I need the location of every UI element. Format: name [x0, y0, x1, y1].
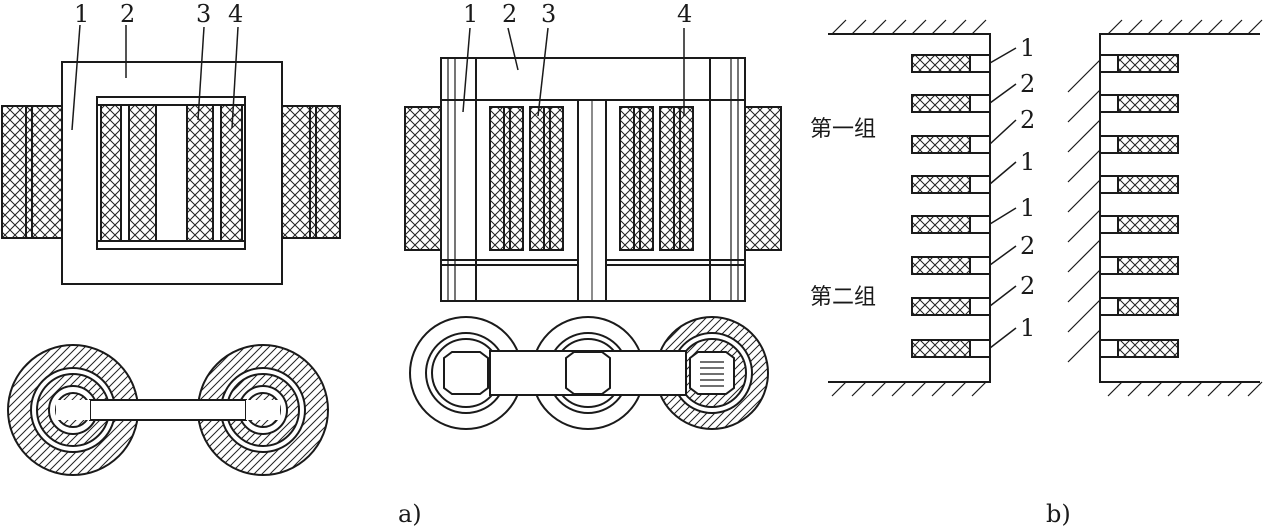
winding-number-7: 2 — [1020, 272, 1035, 300]
disc-right-gap-2 — [1099, 94, 1119, 113]
inner-coil-left — [100, 104, 157, 242]
left-front-view — [1, 24, 341, 285]
left-top-view — [7, 344, 329, 476]
outer-coil-right — [281, 105, 341, 239]
disc-left-gap-3 — [969, 135, 991, 154]
caption-a: a) — [398, 500, 422, 528]
label-middle-2: 2 — [502, 0, 517, 28]
label-left-4: 4 — [228, 0, 243, 28]
disc-right-gap-7 — [1099, 297, 1119, 316]
disc-right-gap-3 — [1099, 135, 1119, 154]
outer-coil-left — [1, 105, 63, 239]
middle-front-view — [404, 27, 782, 302]
group-label-second: 第二组 — [810, 285, 876, 310]
disc-right-gap-6 — [1099, 256, 1119, 275]
disc-left-gap-4 — [969, 175, 991, 194]
disc-right-gap-4 — [1099, 175, 1119, 194]
left-labels: 1 2 3 4 — [74, 0, 243, 28]
winding-number-2: 2 — [1020, 70, 1035, 98]
winding-leader-1 — [989, 47, 1017, 64]
middle-coil-left — [489, 106, 564, 251]
disc-left-gap-2 — [969, 94, 991, 113]
disc-right-gap-1 — [1099, 54, 1119, 73]
disc-windings — [911, 54, 1179, 358]
winding-number-5: 1 — [1020, 194, 1035, 222]
winding-number-8: 1 — [1020, 314, 1035, 342]
winding-number-6: 2 — [1020, 232, 1035, 260]
label-middle-1: 1 — [463, 0, 478, 28]
winding-leader-2 — [989, 83, 1017, 104]
label-left-1: 1 — [74, 0, 89, 28]
winding-arrangement-b — [828, 19, 1263, 397]
disc-right-gap-8 — [1099, 339, 1119, 358]
label-middle-3: 3 — [541, 0, 556, 28]
winding-number-1: 1 — [1020, 34, 1035, 62]
winding-leader-5 — [989, 207, 1017, 225]
inner-coil-right — [186, 104, 243, 242]
label-middle-4: 4 — [677, 0, 692, 28]
group-label-first: 第一组 — [810, 117, 876, 142]
winding-leaders — [989, 47, 1017, 349]
winding-leader-4 — [989, 161, 1017, 185]
disc-left-gap-8 — [969, 339, 991, 358]
middle-top-view — [409, 316, 769, 430]
disc-left-gap-1 — [969, 54, 991, 73]
winding-number-labels: 1 2 2 1 1 2 2 1 — [1020, 34, 1035, 342]
winding-leader-3 — [989, 119, 1017, 145]
caption-b: b) — [1046, 500, 1071, 528]
disc-right-gap-5 — [1099, 215, 1119, 234]
middle-coil-right — [619, 106, 694, 251]
middle-labels: 1 2 3 4 — [463, 0, 692, 28]
disc-left-gap-5 — [969, 215, 991, 234]
label-left-3: 3 — [196, 0, 211, 28]
label-left-2: 2 — [120, 0, 135, 28]
hatch-marks — [831, 19, 1263, 397]
winding-number-3: 2 — [1020, 106, 1035, 134]
winding-leader-7 — [989, 285, 1017, 307]
winding-leader-8 — [989, 327, 1017, 349]
disc-left-gap-7 — [969, 297, 991, 316]
winding-number-4: 1 — [1020, 148, 1035, 176]
disc-left-gap-6 — [969, 256, 991, 275]
winding-leader-6 — [989, 245, 1017, 266]
